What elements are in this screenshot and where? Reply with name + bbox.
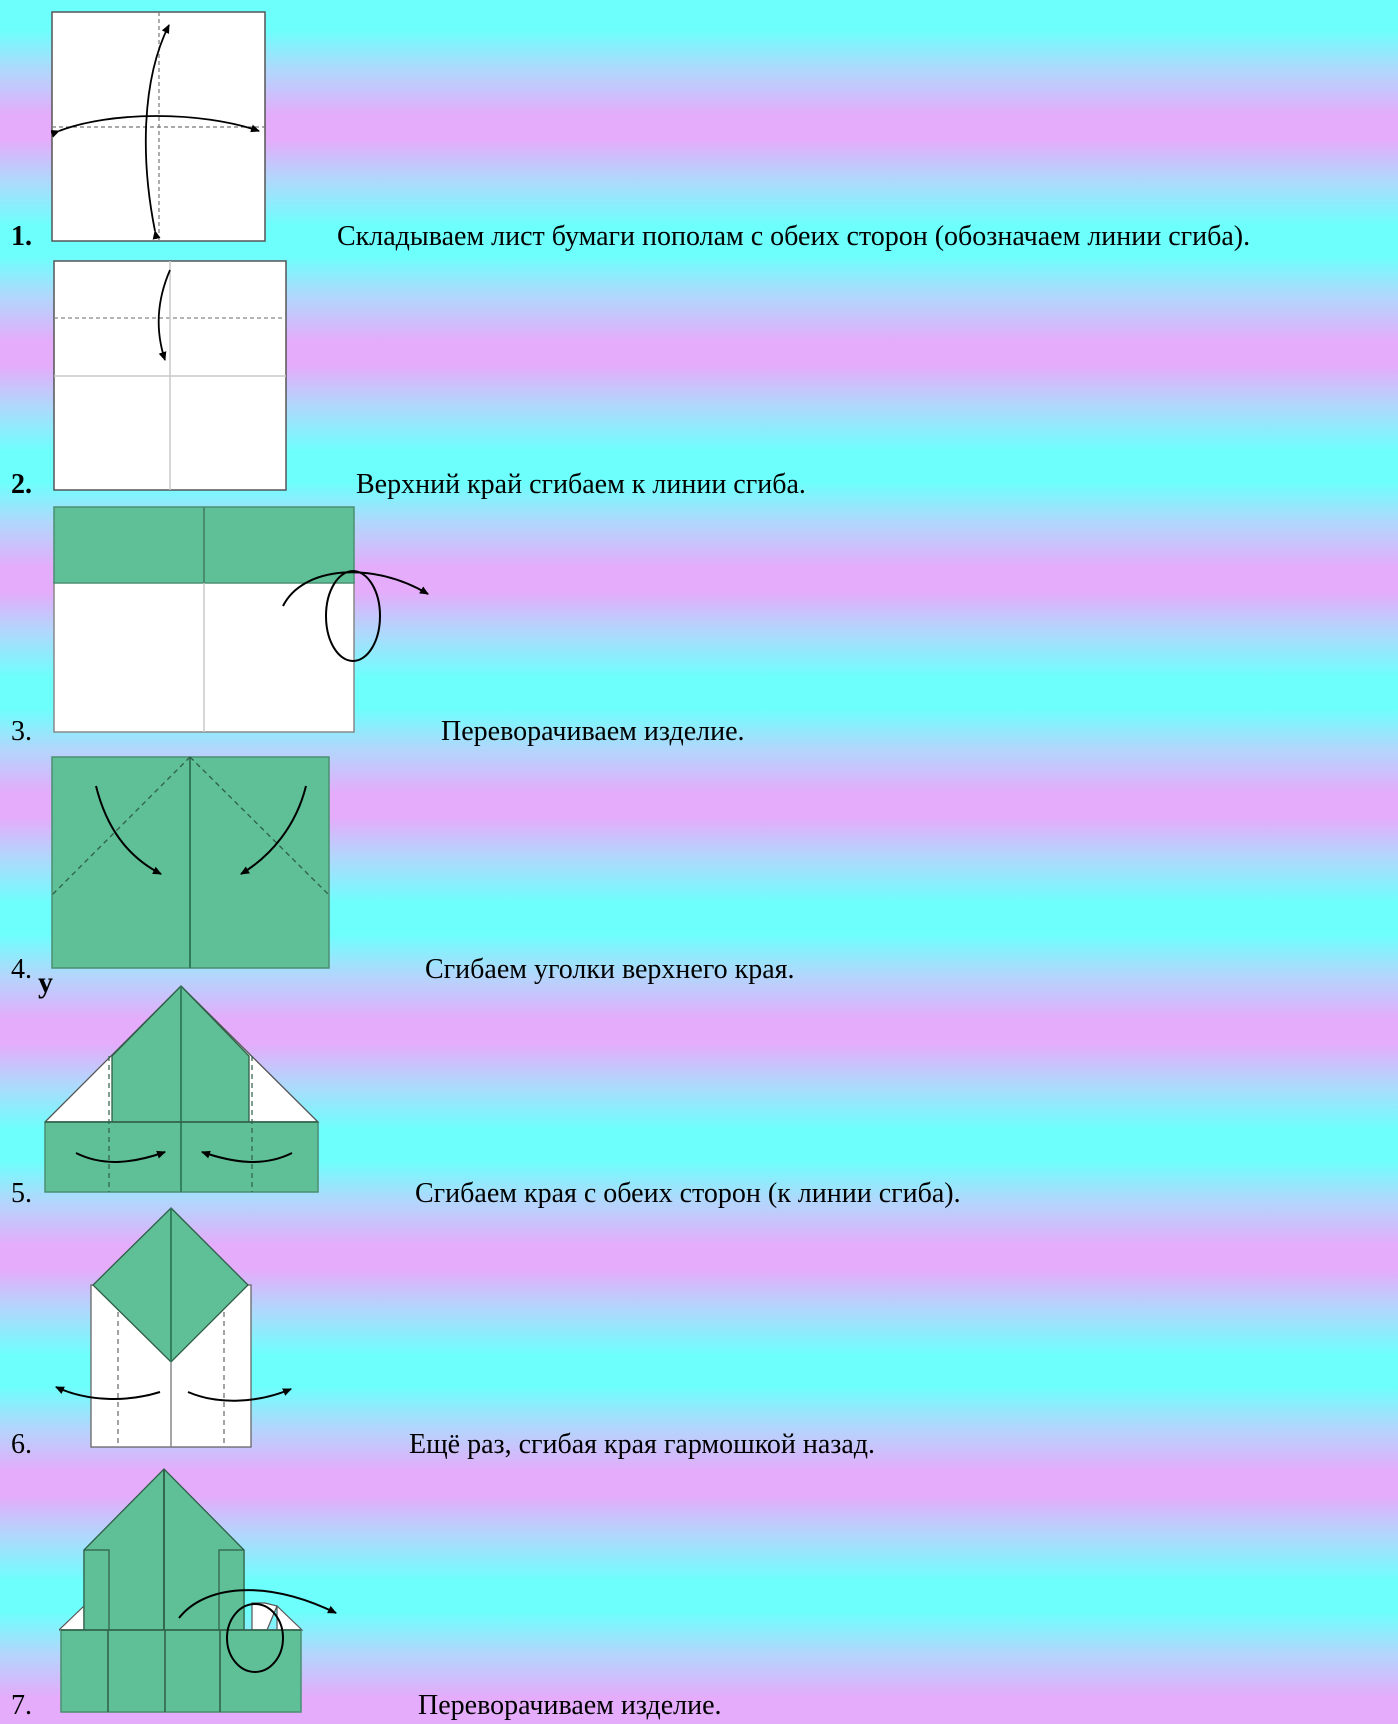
turn-over-loop <box>226 1603 284 1673</box>
step-3-diagram <box>53 506 429 733</box>
step-4-caption: Сгибаем уголки верхнего края. <box>425 954 795 985</box>
step-2-caption: Верхний край сгибаем к линии сгиба. <box>356 469 806 500</box>
stray-glyph: у <box>38 966 53 999</box>
back-fold-arrow-left <box>55 1386 161 1400</box>
corner-fold-arrow-left <box>95 785 162 875</box>
fold-down-arrow <box>157 269 171 361</box>
corner-fold-arrow-right <box>240 785 307 875</box>
step-7-number: 7. <box>11 1690 32 1721</box>
step-4-number: 4. <box>11 954 32 985</box>
turn-over-arrow <box>282 571 429 607</box>
step-7-diagram <box>59 1468 337 1713</box>
step-5-caption: Сгибаем края с обеих сторон (к линии сги… <box>415 1178 961 1209</box>
step-2-diagram <box>53 260 287 491</box>
step-1-diagram <box>51 11 266 242</box>
turn-over-loop <box>325 570 381 662</box>
step-5-number: 5. <box>11 1178 32 1209</box>
step-6-diagram <box>55 1207 292 1448</box>
back-fold-arrow-right <box>187 1388 292 1402</box>
step-3-caption: Переворачиваем изделие. <box>441 716 745 747</box>
step-1-number: 1. <box>11 221 32 252</box>
step-6-number: 6. <box>11 1429 32 1460</box>
step-6-caption: Ещё раз, сгибая края гармошкой назад. <box>409 1429 876 1460</box>
step-1-caption: Складываем лист бумаги пополам с обеих с… <box>337 221 1251 252</box>
step-2-number: 2. <box>11 469 32 500</box>
turn-over-arrow <box>178 1589 337 1619</box>
step-7-caption: Переворачиваем изделие. <box>418 1690 722 1721</box>
fold-arrow-horizontal <box>51 115 260 138</box>
fold-arrow-vertical <box>144 24 170 240</box>
step-3-number: 3. <box>11 716 32 747</box>
step-4-diagram <box>51 756 330 969</box>
step-5-diagram <box>44 985 320 1193</box>
bottom-band <box>60 1629 302 1713</box>
edge-fold-arrow-right <box>201 1150 293 1163</box>
edge-fold-arrow-left <box>75 1150 166 1163</box>
